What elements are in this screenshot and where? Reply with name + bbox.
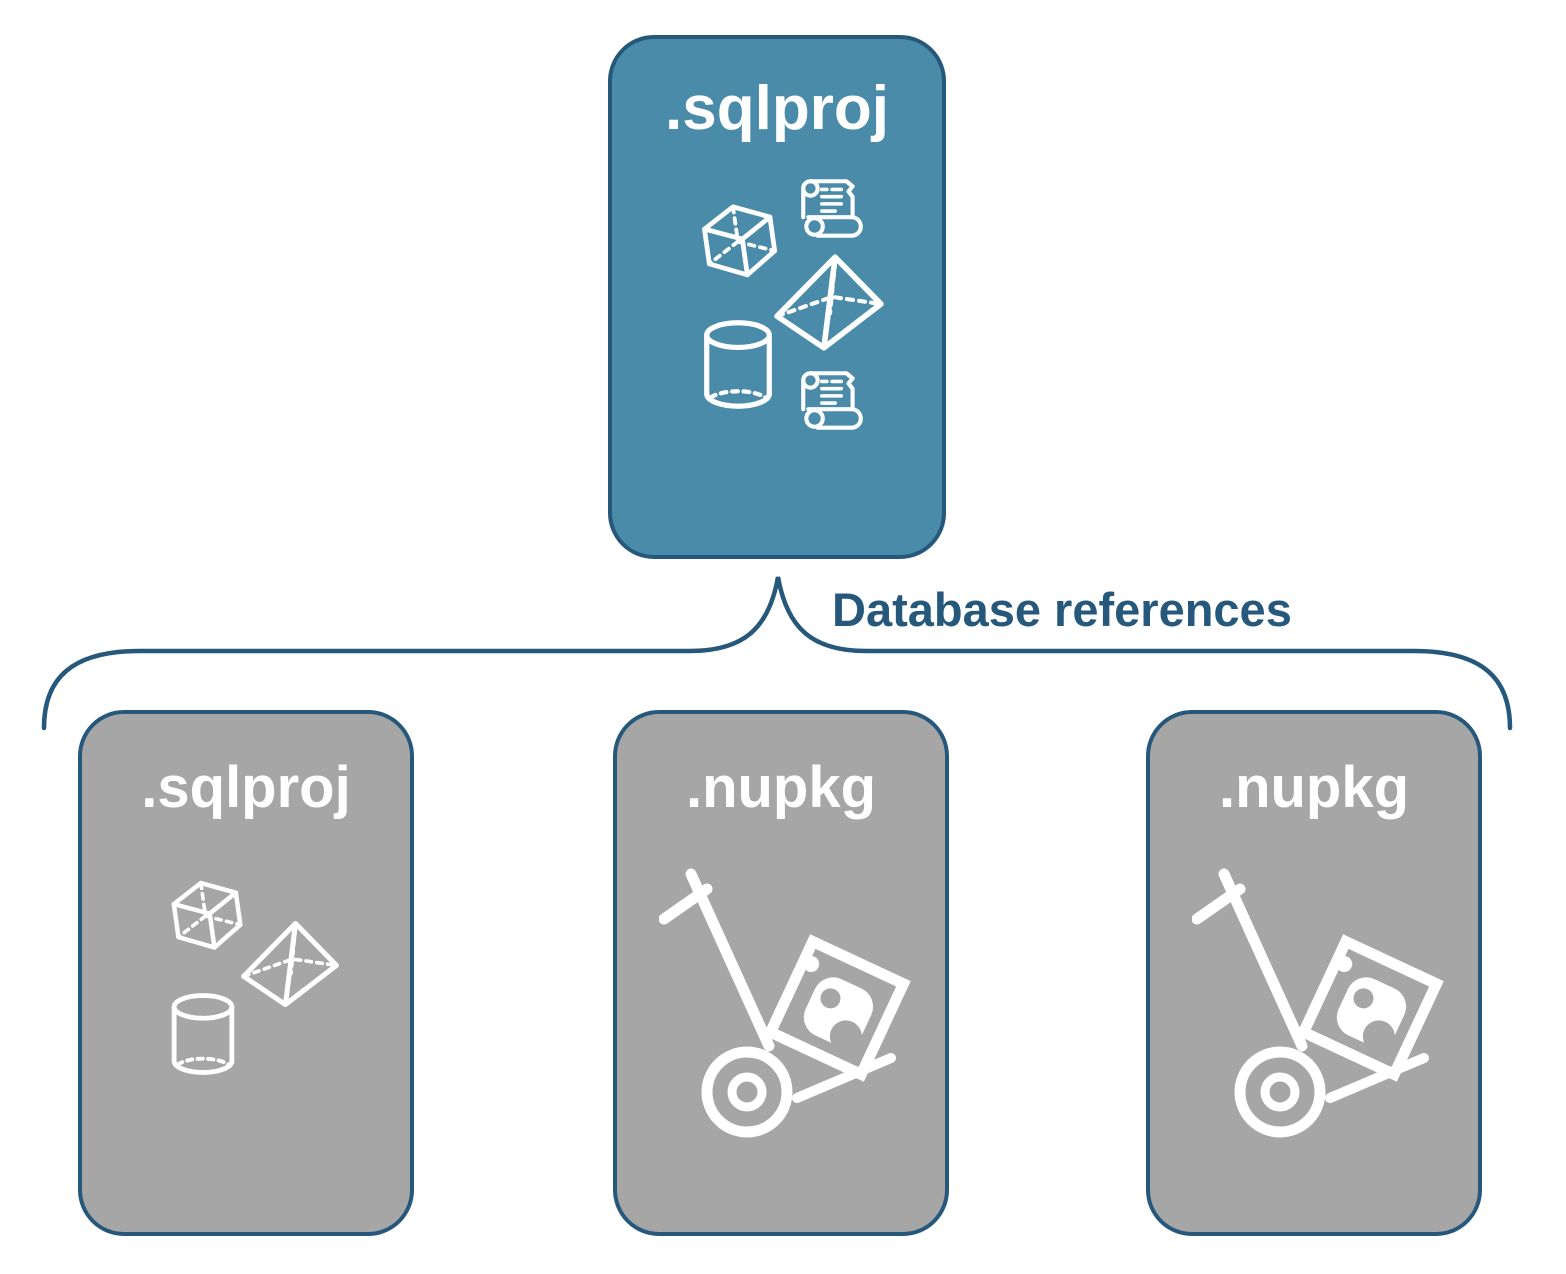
child-node-label: .nupkg bbox=[1218, 755, 1410, 820]
child-icon-cluster bbox=[659, 866, 921, 1138]
cube-icon bbox=[171, 878, 243, 952]
child-node-nupkg-2: .nupkg bbox=[1146, 710, 1482, 1236]
root-icon-cluster bbox=[682, 164, 897, 454]
child-node-sqlproj: .sqlproj bbox=[78, 710, 414, 1236]
root-node-label: .sqlproj bbox=[665, 74, 889, 143]
script-scroll-icon bbox=[803, 181, 861, 235]
connector-label: Database references bbox=[832, 583, 1292, 636]
root-node-sqlproj: .sqlproj bbox=[608, 35, 946, 559]
pyramid-icon bbox=[777, 257, 881, 348]
child-node-label: .nupkg bbox=[685, 755, 877, 820]
pyramid-icon bbox=[244, 924, 337, 1005]
nuget-trolley-icon bbox=[664, 874, 903, 1132]
cylinder-icon bbox=[174, 996, 232, 1073]
child-node-label: .sqlproj bbox=[141, 755, 351, 820]
cube-icon bbox=[702, 202, 778, 280]
script-scroll-icon bbox=[803, 373, 861, 427]
child-icon-cluster bbox=[1192, 866, 1454, 1138]
nuget-trolley-icon bbox=[1197, 874, 1436, 1132]
child-node-nupkg-1: .nupkg bbox=[613, 710, 949, 1236]
cylinder-icon bbox=[707, 323, 770, 406]
child-icon-cluster bbox=[154, 864, 349, 1079]
